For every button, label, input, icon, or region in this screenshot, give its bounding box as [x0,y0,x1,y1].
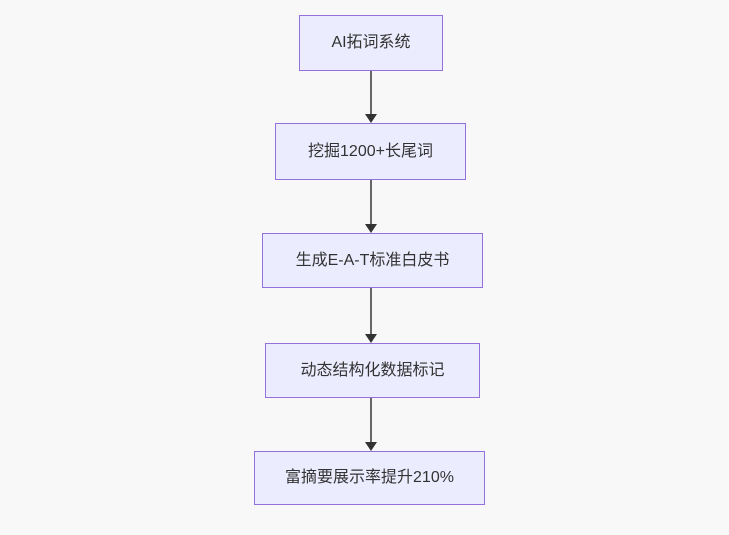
flowchart-node-ai-word-expansion: AI拓词系统 [299,15,443,71]
flow-arrow-1 [364,71,378,123]
node-label: 动态结构化数据标记 [300,361,445,379]
node-label: 富摘要展示率提升210% [285,469,454,486]
arrow-head-icon [365,442,377,451]
flowchart-node-longtail-mining: 挖掘1200+长尾词 [275,123,466,180]
arrow-head-icon [365,114,377,123]
arrow-line [370,71,372,115]
flowchart-node-structured-data: 动态结构化数据标记 [265,343,480,398]
flowchart-node-eat-whitepaper: 生成E-A-T标准白皮书 [262,233,483,288]
node-label: AI拓词系统 [331,34,411,51]
arrow-head-icon [365,334,377,343]
flowchart-node-rich-snippet-result: 富摘要展示率提升210% [254,451,485,505]
arrow-line [370,180,372,225]
node-label: 挖掘1200+长尾词 [308,142,433,160]
arrow-head-icon [365,224,377,233]
flow-arrow-4 [364,398,378,451]
flow-arrow-2 [364,180,378,233]
node-label: 生成E-A-T标准白皮书 [295,251,450,269]
flow-arrow-3 [364,288,378,343]
arrow-line [370,398,372,443]
arrow-line [370,288,372,335]
